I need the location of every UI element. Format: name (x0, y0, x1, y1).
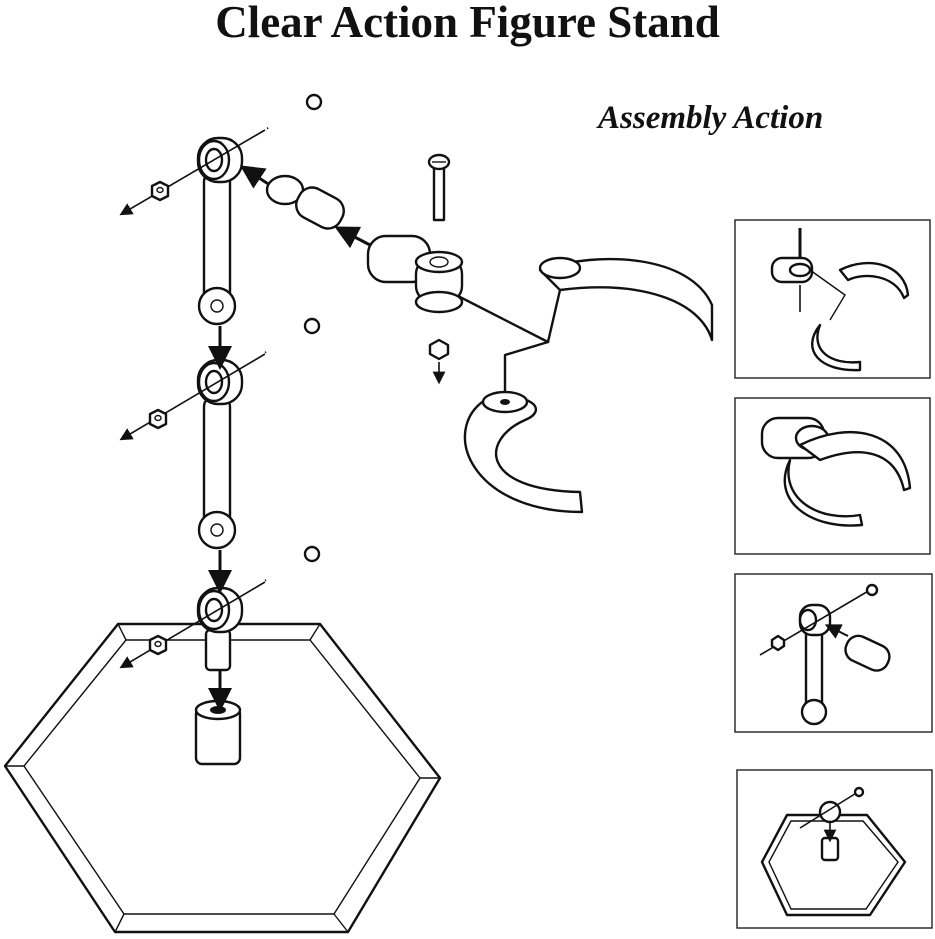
nut-icon (148, 408, 168, 430)
arm-rod-upper (197, 168, 237, 326)
thumbnail-step-4 (736, 769, 933, 929)
joint-bottom (196, 586, 244, 634)
base-post (194, 699, 242, 766)
connector-link (239, 165, 432, 284)
thumbnail-step-1 (734, 219, 931, 379)
screw-icon (266, 93, 323, 130)
hexagon-base (3, 622, 442, 934)
joint-top (196, 136, 244, 184)
section-subtitle: Assembly Action (598, 100, 824, 136)
nut-icon (148, 634, 168, 656)
screw-icon (264, 317, 321, 354)
thumbnail-step-2 (734, 397, 931, 555)
nut-icon (150, 180, 170, 202)
thumbnail-step-3 (734, 573, 933, 733)
joint-stem (204, 628, 232, 672)
clamp (456, 256, 714, 514)
arm-rod-lower (197, 393, 237, 550)
vertical-screw (414, 153, 464, 385)
page-title: Clear Action Figure Stand (215, 0, 720, 47)
nut-assembly (119, 129, 266, 669)
joint-middle (196, 358, 244, 406)
screw-icon (264, 545, 321, 582)
